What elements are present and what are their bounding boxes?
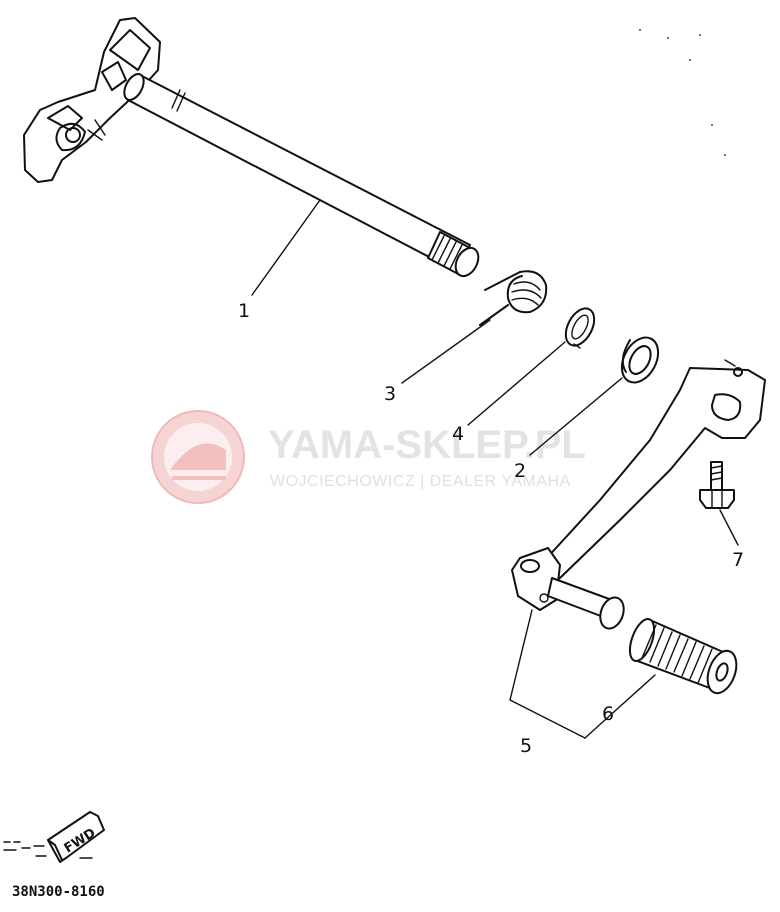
oil-seal-part xyxy=(620,336,660,384)
callout-7: 7 xyxy=(732,549,744,571)
callout-6: 6 xyxy=(602,703,614,725)
callout-1: 1 xyxy=(238,300,250,322)
watermark-subtitle: WOJCIECHOWICZ | DEALER YAMAHA xyxy=(270,473,571,490)
watermark-logo-icon xyxy=(151,410,245,504)
callout-numbers: 1 3 4 2 7 6 5 xyxy=(238,300,744,757)
callout-4: 4 xyxy=(452,423,464,445)
reference-code: 38N300-8160 xyxy=(12,884,105,900)
watermark-title: YAMA-SKLEP.PL xyxy=(268,423,586,467)
callout-2: 2 xyxy=(514,460,526,482)
leader-lines xyxy=(251,199,739,739)
print-specks xyxy=(639,29,726,156)
shift-shaft-part xyxy=(23,17,480,278)
shift-pedal-part xyxy=(511,359,766,630)
callout-5: 5 xyxy=(520,735,532,757)
circlip-part xyxy=(564,307,596,349)
fwd-arrow-icon: FWD xyxy=(3,811,105,863)
footpeg-rubber-part xyxy=(628,618,738,695)
bolt-part xyxy=(699,461,735,509)
watermark: YAMA-SKLEP.PL WOJCIECHOWICZ | DEALER YAM… xyxy=(151,410,586,504)
spring-part xyxy=(479,270,548,326)
callout-3: 3 xyxy=(384,383,396,405)
